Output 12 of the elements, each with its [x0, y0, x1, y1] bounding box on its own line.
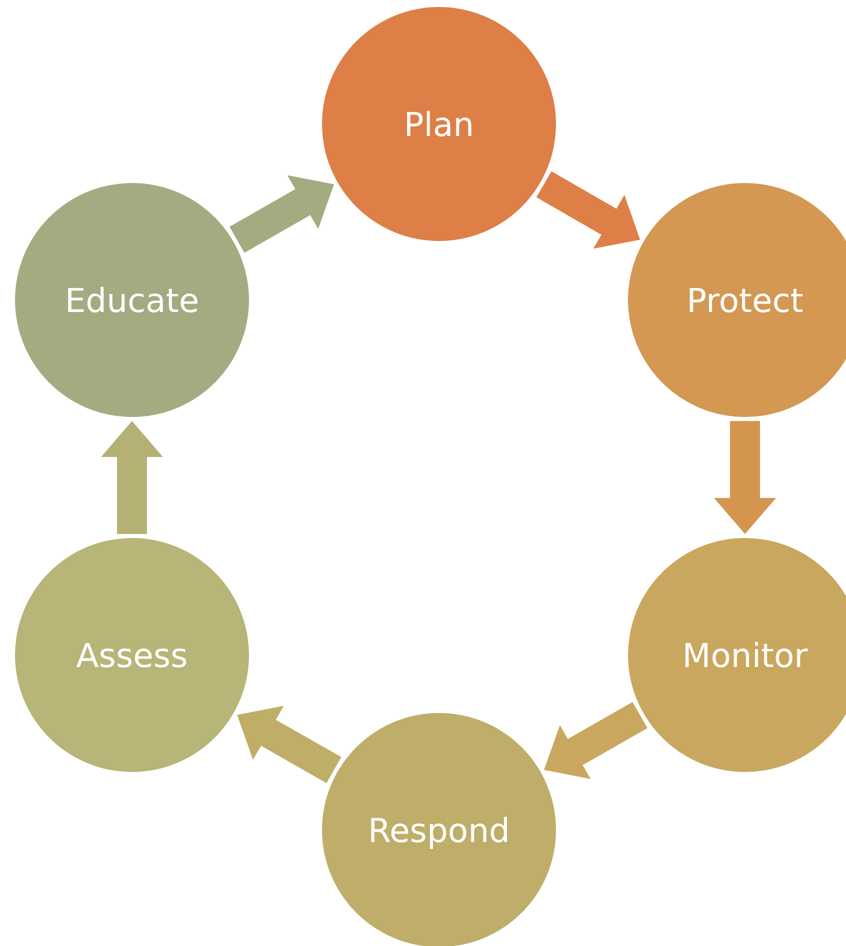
- block-arrow: [230, 175, 334, 253]
- step-label: Monitor: [682, 636, 808, 674]
- block-arrow: [544, 702, 648, 779]
- block-arrow: [101, 421, 163, 534]
- block-arrow: [536, 171, 640, 249]
- block-arrow: [237, 706, 342, 784]
- step-label: Educate: [64, 280, 200, 320]
- step-label: Plan: [404, 104, 474, 144]
- step-label: Protect: [686, 280, 804, 320]
- step-label: Respond: [368, 810, 510, 850]
- step-label: Assess: [76, 636, 188, 674]
- block-arrow: [714, 421, 776, 534]
